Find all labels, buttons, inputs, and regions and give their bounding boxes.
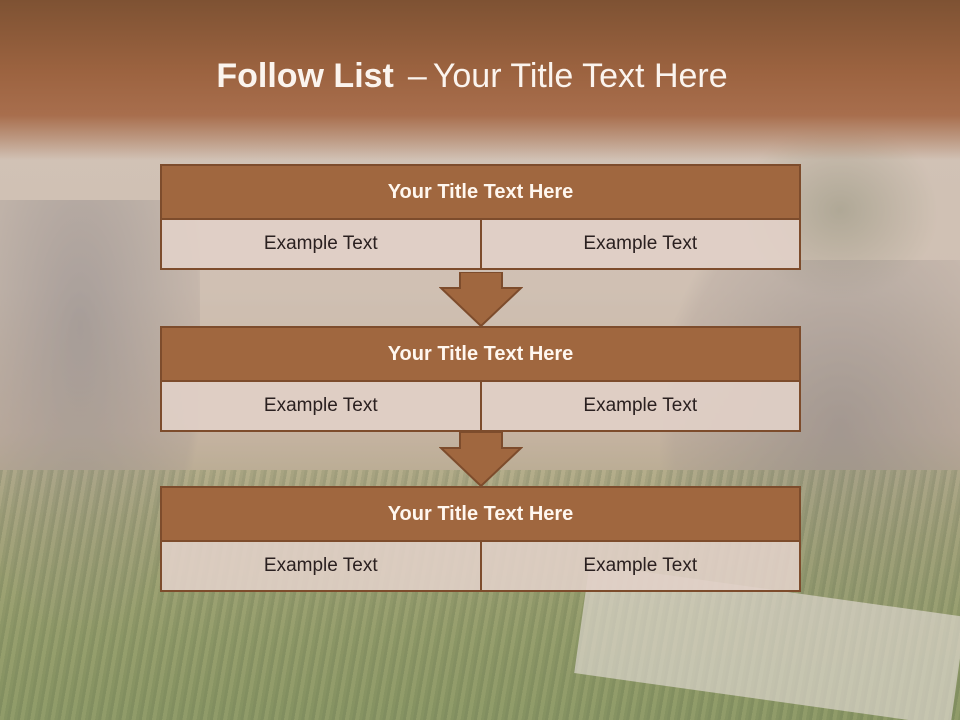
- block-title: Your Title Text Here: [160, 486, 801, 542]
- block-cell-right: Example Text: [479, 542, 799, 590]
- list-block-2: Your Title Text Here Example Text Exampl…: [160, 326, 801, 432]
- slide-title-separator: –: [407, 57, 427, 95]
- block-row: Example Text Example Text: [160, 542, 801, 592]
- down-arrow-2: [439, 432, 523, 488]
- block-row: Example Text Example Text: [160, 220, 801, 270]
- block-cell-right: Example Text: [479, 382, 799, 430]
- header-band: [0, 0, 960, 160]
- block-cell-left: Example Text: [162, 220, 480, 268]
- slide-title-bold: Follow List: [216, 57, 394, 95]
- block-title: Your Title Text Here: [160, 326, 801, 382]
- block-title: Your Title Text Here: [160, 164, 801, 220]
- down-arrow-1: [439, 272, 523, 328]
- slide-title-rest: Your Title Text Here: [432, 57, 728, 95]
- block-cell-right: Example Text: [479, 220, 799, 268]
- block-cell-left: Example Text: [162, 382, 480, 430]
- block-row: Example Text Example Text: [160, 382, 801, 432]
- list-block-3: Your Title Text Here Example Text Exampl…: [160, 486, 801, 592]
- block-cell-left: Example Text: [162, 542, 480, 590]
- slide-title: Follow List–Your Title Text Here: [0, 56, 944, 96]
- list-block-1: Your Title Text Here Example Text Exampl…: [160, 164, 801, 270]
